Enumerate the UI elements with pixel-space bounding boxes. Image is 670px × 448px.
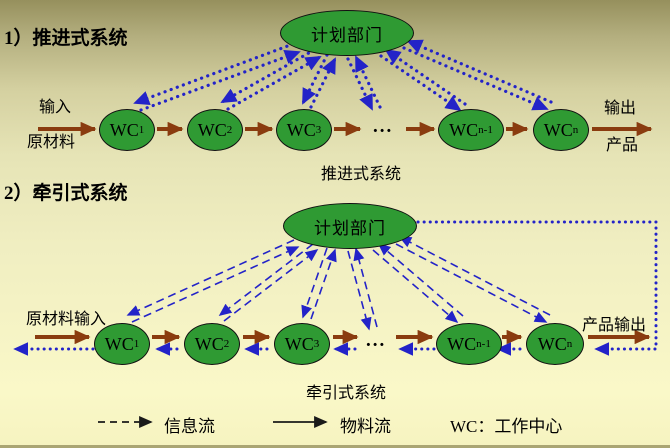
push-output-label-top: 输出	[604, 100, 637, 117]
pull-ellipsis: ...	[366, 330, 387, 351]
push-input-label-bottom: 原材料	[27, 134, 76, 151]
pull-info-flows	[126, 236, 551, 331]
push-input-label-top: 输入	[39, 99, 72, 116]
legend-wc-label: WC：工作中心	[450, 417, 563, 436]
pull-input-label: 原材料输入	[26, 311, 107, 328]
push-planner-label: 计划部门	[311, 25, 383, 45]
push-info-flows	[133, 39, 553, 112]
pull-planner-node: 计划部门	[283, 203, 417, 249]
pull-feedback-loop	[13, 220, 658, 356]
push-planner-node: 计划部门	[280, 10, 414, 56]
push-output-label-bottom: 产品	[606, 137, 639, 154]
push-caption: 推进式系统	[320, 166, 401, 183]
pull-planner-label: 计划部门	[314, 218, 386, 238]
push-section-title: 1）推进式系统	[4, 28, 128, 49]
pull-output-label: 产品输出	[582, 317, 647, 334]
pull-caption: 牵引式系统	[305, 385, 386, 402]
legend-material-label: 物料流	[340, 417, 391, 436]
legend-info-label: 信息流	[164, 417, 215, 436]
pull-section-title: 2）牵引式系统	[4, 183, 128, 204]
push-ellipsis: ...	[373, 116, 394, 137]
